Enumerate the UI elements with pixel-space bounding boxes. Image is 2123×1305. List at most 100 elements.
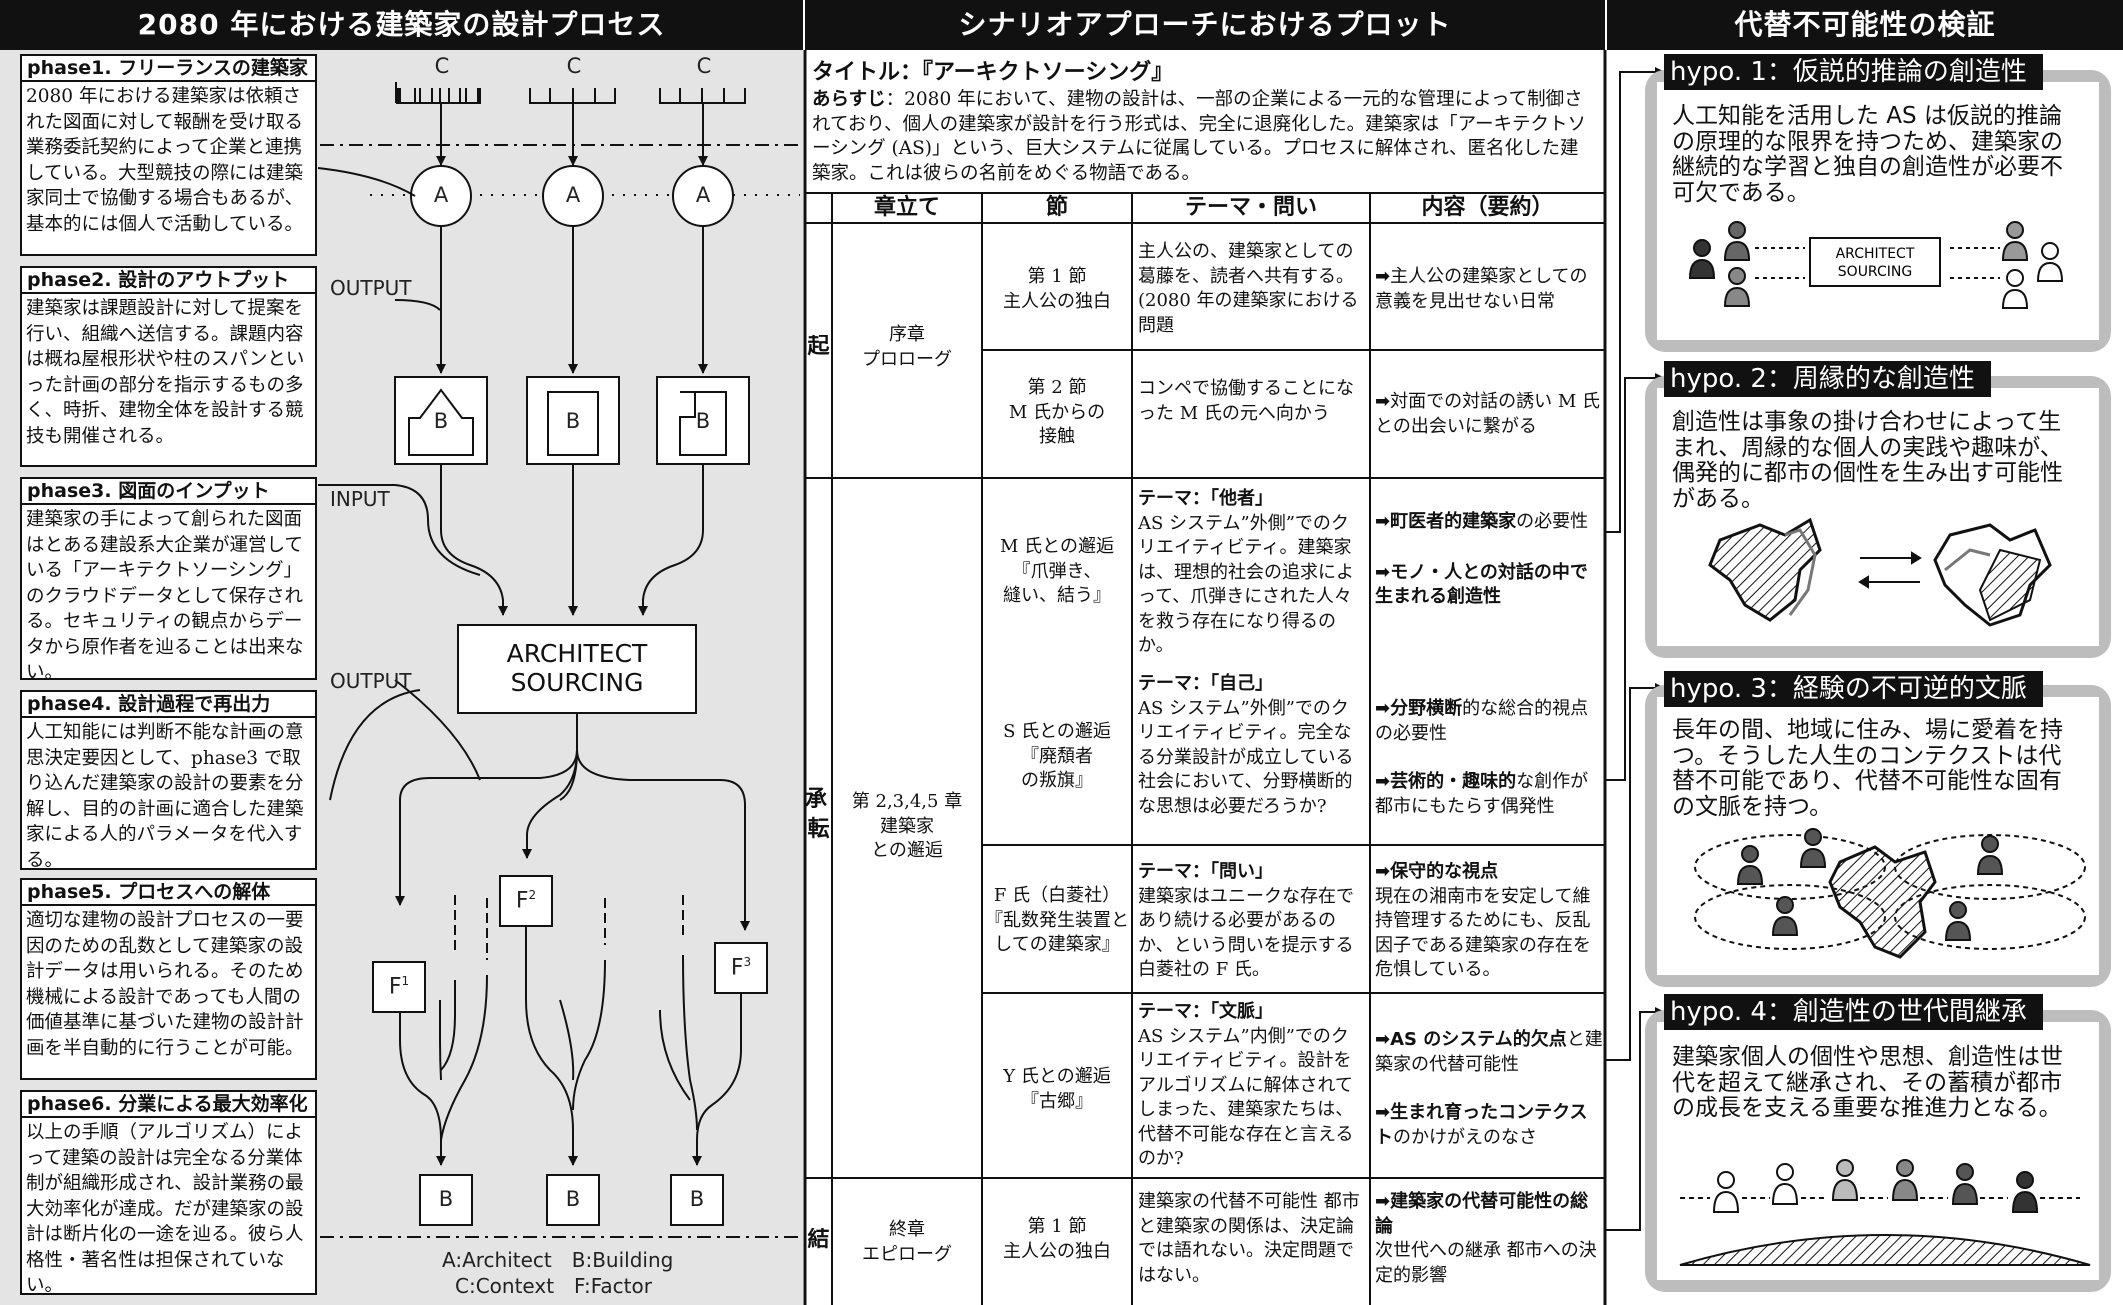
- phase-text: 建築家は課題設計に対して提案を行い、組織へ送信する。課題内容は概ね屋根形状や柱の…: [26, 298, 305, 447]
- architect-label: A: [433, 183, 449, 207]
- building-label: B: [433, 409, 449, 433]
- phase-text: 人工知能には判断不能な計画の意思決定要因として、phase3 で取り込んだ建築家…: [26, 722, 304, 868]
- phase-box-4: phase4. 設計過程で再出力 人工知能には判断不能な計画の意思決定要因として…: [20, 690, 317, 870]
- legend-line-1: A:Architect B:Building: [442, 1248, 674, 1272]
- theme-cell: テーマ：「文脈」AS システム”内側”でのクリエイティビティ。設計をアルゴリズム…: [1138, 1001, 1354, 1169]
- left-header: 2080 年における建築家の設計プロセス: [0, 0, 803, 50]
- building-output-label: B: [689, 1187, 705, 1211]
- hypo-title-2: hypo. 2：周縁的な創造性: [1664, 361, 1991, 397]
- process-diagram: [317, 82, 803, 1238]
- section-cell: Y 氏との邂逅『古郷』: [1003, 1066, 1111, 1112]
- content-cell: ➡町医者的建築家の必要性 ➡モノ・人との対話の中で生まれる創造性: [1375, 511, 1589, 607]
- factor-f2: F2: [515, 888, 537, 914]
- output-label-1: OUTPUT: [330, 276, 412, 300]
- legend-line-2: C:Context F:Factor: [455, 1274, 652, 1298]
- phase-box-6: phase6. 分業による最大効率化 以上の手順（アルゴリズム）によって建築の設…: [20, 1090, 317, 1295]
- factor-f3-sup: 3: [743, 955, 752, 969]
- context-label: C: [696, 54, 712, 78]
- scenario-title: タイトル：『アーキクトソーシング』: [812, 60, 1174, 85]
- theme-cell: テーマ：「自己」AS システム”外側”でのクリエイティビティ。完全なる分業設計が…: [1138, 673, 1354, 817]
- architect-label: A: [695, 183, 711, 207]
- phase-title: phase6. 分業による最大効率化: [22, 1092, 315, 1118]
- architect-label: A: [565, 183, 581, 207]
- hypo3-illustration: [1694, 828, 2086, 959]
- phase-box-2: phase2. 設計のアウトプット 建築家は課題設計に対して提案を行い、組織へ送…: [20, 266, 317, 467]
- act-shoten: 承・転: [805, 787, 832, 842]
- output-label-2: OUTPUT: [330, 669, 412, 693]
- context-label: C: [566, 54, 582, 78]
- section-cell: 第 1 節主人公の独白: [1003, 1216, 1111, 1262]
- building-output-label: B: [565, 1187, 581, 1211]
- hypo-title-1: hypo. 1：仮説的推論の創造性: [1664, 54, 2043, 90]
- hypo1-illustration: ARCHITECT SOURCING: [1688, 221, 2064, 309]
- col-header: 節: [1045, 195, 1068, 220]
- chapter-prologue: 序章 プロローグ: [862, 324, 952, 370]
- theme-cell: コンペで協働することになった M 氏の元へ向かう: [1138, 378, 1354, 424]
- right-header: 代替不可能性の検証: [1607, 0, 2123, 50]
- content-cell: ➡対面での対話の誘い M 氏との出会いに繋がる: [1375, 391, 1600, 437]
- chapter-middle: 第 2,3,4,5 章 建築家 との邂逅: [851, 791, 963, 861]
- hypo-card-2: [1645, 376, 2111, 658]
- phase-text: 以上の手順（アルゴリズム）によって建築の設計は完全なる分業体制が組織形成され、設…: [26, 1122, 304, 1293]
- synopsis-label: あらすじ: [812, 89, 886, 110]
- content-cell: ➡主人公の建築家としての意義を見出せない日常: [1375, 266, 1588, 312]
- section-cell: F 氏（白菱社）『乱数発生装置としての建築家』: [985, 885, 1129, 955]
- theme-cell: 主人公の、建築家としての葛藤を、読者へ共有する。(2080 年の建築家における問…: [1138, 241, 1359, 336]
- content-cell: ➡分野横断的な総合的視点の必要性 ➡芸術的・趣味的な創作が都市にもたらす偶発性: [1375, 698, 1589, 817]
- phase-box-3: phase3. 図面のインプット 建築家の手によって創られた図面はとある建設系大…: [20, 477, 317, 680]
- hypo-title-3: hypo. 3：経験の不可逆的文脈: [1664, 671, 2043, 707]
- factor-f2-sup: 2: [528, 888, 537, 902]
- phase-title: phase1. フリーランスの建築家: [22, 56, 315, 82]
- theme-cell: テーマ：「他者」AS システム”外側”でのクリエイティビティ。建築家は、理想的社…: [1138, 488, 1354, 656]
- phase-box-1: phase1. フリーランスの建築家 2080 年における建築家は依頼された図面…: [20, 54, 317, 256]
- content-cell: ➡保守的な視点現在の湘南市を安定して維持管理するためにも、反乱因子である建築家の…: [1375, 861, 1591, 980]
- synopsis: あらすじ：2080 年において、建物の設計は、一部の企業による一元的な管理によっ…: [812, 88, 1597, 186]
- act-ketsu: 結: [807, 1228, 830, 1252]
- middle-header: シナリオアプローチにおけるプロット: [805, 0, 1605, 50]
- theme-cell: 建築家の代替不可能性 都市と建築家の関係は、決定論では語れない。決定問題ではない…: [1138, 1191, 1360, 1286]
- factor-f3: F3: [730, 955, 752, 981]
- content-cell: ➡AS のシステム的欠点と建築家の代替可能性 ➡生まれ育ったコンテクストのかけが…: [1375, 1029, 1603, 1148]
- hypo1-as-line-1: ARCHITECT: [1836, 246, 1915, 262]
- col-header: テーマ・問い: [1184, 195, 1317, 220]
- section-cell: 第 1 節主人公の独白: [1003, 266, 1111, 312]
- phase-title: phase4. 設計過程で再出力: [22, 692, 315, 718]
- hypo4-illustration: [1679, 1159, 2091, 1266]
- phase-text: 適切な建物の設計プロセスの一要因のための乱数として建築家の設計データは用いられる…: [26, 910, 304, 1059]
- phase-text: 建築家の手によって創られた図面はとある建設系大企業が運営している「アーキテクトソ…: [26, 509, 304, 678]
- col-header: 章立て: [873, 195, 940, 220]
- hypo1-as-line-2: SOURCING: [1838, 264, 1912, 280]
- as-line-2: SOURCING: [510, 668, 644, 697]
- col-header: 内容（要約）: [1421, 195, 1554, 220]
- content-cell: ➡建築家の代替可能性の総論次世代への継承 都市への決定的影響: [1375, 1191, 1597, 1286]
- phase-title: phase2. 設計のアウトプット: [22, 268, 315, 294]
- chapter-epilogue: 終章 エピローグ: [862, 1219, 952, 1265]
- theme-cell: テーマ：「問い」建築家はユニークな存在であり続ける必要があるのか、という問いを提…: [1138, 861, 1354, 980]
- hypo-title-4: hypo. 4：創造性の世代間継承: [1664, 994, 2043, 1030]
- section-cell: M 氏との邂逅『爪弾き、縫い、結う』: [1000, 536, 1114, 606]
- hypo-text-3: 長年の間、地域に住み、場に愛着を持つ。そうした人生のコンテクストは代替不可能であ…: [1672, 717, 2063, 820]
- phase-title: phase5. プロセスへの解体: [22, 880, 315, 906]
- phase-box-5: phase5. プロセスへの解体 適切な建物の設計プロセスの一要因のための乱数と…: [20, 878, 317, 1080]
- synopsis-text: ：2080 年において、建物の設計は、一部の企業による一元的な管理によって制御さ…: [812, 89, 1587, 184]
- hypo2-illustration: [1708, 517, 2052, 627]
- hypo-text-4: 建築家個人の個性や思想、創造性は世代を超えて継承され、その蓄積が都市の成長を支え…: [1672, 1044, 2063, 1121]
- as-line-1: ARCHITECT: [506, 639, 648, 668]
- building-output-label: B: [438, 1187, 454, 1211]
- architect-sourcing-box: ARCHITECT SOURCING: [458, 625, 696, 713]
- section-cell: S 氏との邂逅『廃頽者の叛旗』: [1003, 721, 1111, 791]
- building-label: B: [695, 409, 711, 433]
- act-ki: 起: [807, 335, 830, 359]
- context-label: C: [434, 54, 450, 78]
- factor-f1-sup: 1: [401, 974, 410, 988]
- phase-title: phase3. 図面のインプット: [22, 479, 315, 505]
- building-label: B: [565, 409, 581, 433]
- hypo-text-1: 人工知能を活用した AS は仮説的推論の原理的な限界を持つため、建築家の継続的な…: [1672, 103, 2063, 206]
- phase-text: 2080 年における建築家は依頼された図面に対して報酬を受け取る業務委託契約によ…: [26, 86, 304, 235]
- hypo-text-2: 創造性は事象の掛け合わせによって生まれ、周縁的な個人の実践や趣味が、偶発的に都市…: [1672, 409, 2063, 512]
- factor-f1: F1: [388, 974, 410, 1000]
